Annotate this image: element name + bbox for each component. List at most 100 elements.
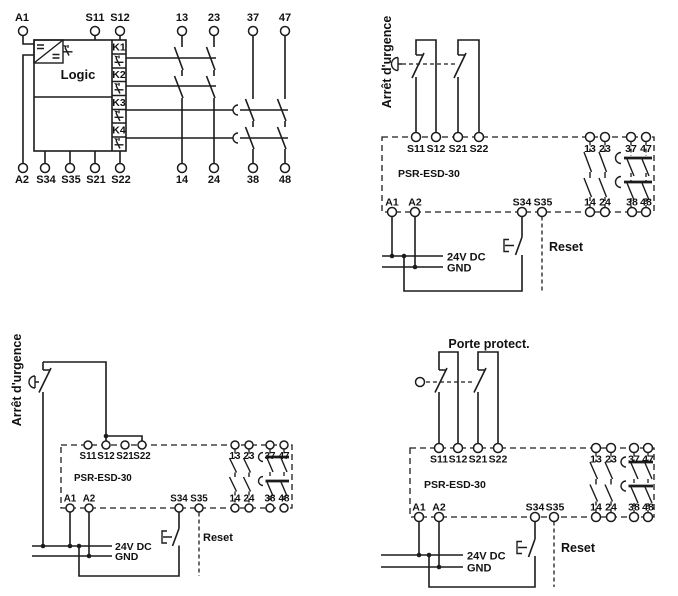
relay-contact-icon bbox=[113, 137, 125, 150]
terminal-label-s34: S34 bbox=[513, 197, 532, 209]
module-label: PSR-ESD-30 bbox=[74, 473, 132, 484]
relay-label-k1: K1 bbox=[112, 42, 126, 54]
supply-wiring bbox=[382, 216, 523, 292]
terminal-label-37: 37 bbox=[265, 451, 276, 462]
door-panel: Porte protect. PSR-ESD-30 bbox=[381, 337, 655, 588]
reset-label: Reset bbox=[549, 240, 584, 254]
terminal-label-23: 23 bbox=[599, 143, 611, 155]
reset-button-icon bbox=[516, 521, 536, 558]
terminal-label-48: 48 bbox=[642, 502, 654, 514]
terminal-label-a2: A2 bbox=[83, 494, 96, 505]
terminal-label-s35: S35 bbox=[546, 502, 565, 514]
relay-contact-icon bbox=[62, 44, 74, 57]
supply-neg-label: GND bbox=[115, 551, 139, 563]
logic-label: Logic bbox=[61, 67, 96, 82]
delay-arc-icon bbox=[257, 475, 264, 487]
delay-arc-icon bbox=[614, 151, 622, 165]
module-label: PSR-ESD-30 bbox=[424, 479, 486, 491]
module-top-terminals bbox=[83, 440, 289, 450]
supply-pos-label: 24V DC bbox=[447, 252, 486, 264]
relay-label-k3: K3 bbox=[112, 97, 126, 109]
supply-wiring bbox=[32, 512, 180, 577]
terminal-label-37: 37 bbox=[625, 143, 637, 155]
terminal-label-a2: A2 bbox=[15, 174, 29, 186]
terminal-label-14: 14 bbox=[590, 502, 602, 514]
supply-neg-label: GND bbox=[467, 563, 492, 575]
emergency-stop-icon bbox=[28, 375, 39, 389]
terminal-label-48: 48 bbox=[279, 174, 291, 186]
terminal-label-47: 47 bbox=[279, 12, 291, 24]
terminal-label-s21: S21 bbox=[86, 174, 106, 186]
terminal-label-s12: S12 bbox=[110, 12, 130, 24]
reset-label: Reset bbox=[561, 541, 596, 555]
logic-box: Logic bbox=[33, 39, 127, 152]
block-diagram-panel: A1 S11 S12 13 23 37 47 Logic K1 bbox=[15, 12, 291, 186]
terminal-label-13: 13 bbox=[176, 12, 188, 24]
terminal-label-24: 24 bbox=[244, 494, 255, 505]
output-contacts bbox=[126, 35, 288, 164]
terminal-label-24: 24 bbox=[599, 197, 611, 209]
terminal-label-s11: S11 bbox=[80, 451, 97, 462]
supply-pos-label: 24V DC bbox=[467, 551, 506, 563]
terminal-label-23: 23 bbox=[244, 451, 255, 462]
module-bottom-terminals bbox=[386, 206, 652, 218]
terminal-label-47: 47 bbox=[642, 454, 654, 466]
terminal-label-48: 48 bbox=[640, 197, 652, 209]
panel-title: Porte protect. bbox=[448, 337, 529, 351]
terminal-label-a2: A2 bbox=[408, 197, 422, 209]
top-terminal-circles bbox=[17, 25, 291, 37]
terminal-label-37: 37 bbox=[628, 454, 640, 466]
terminal-label-s35: S35 bbox=[61, 174, 81, 186]
supply-neg-label: GND bbox=[447, 263, 472, 275]
delay-arc-icon bbox=[614, 175, 622, 189]
delay-arc-icon bbox=[232, 132, 239, 144]
relay-contact-icon bbox=[113, 109, 125, 122]
delay-arc-icon bbox=[257, 451, 264, 463]
terminal-label-a1: A1 bbox=[15, 12, 29, 24]
terminal-label-24: 24 bbox=[208, 174, 221, 186]
terminal-label-38: 38 bbox=[265, 494, 276, 505]
emergency-stop-icon bbox=[390, 56, 402, 72]
relay-label-k2: K2 bbox=[112, 69, 126, 81]
terminal-label-14: 14 bbox=[584, 197, 596, 209]
terminal-label-s34: S34 bbox=[526, 502, 545, 514]
module-outline bbox=[60, 444, 293, 509]
terminal-label-38: 38 bbox=[628, 502, 640, 514]
terminal-label-a2: A2 bbox=[432, 502, 446, 514]
dc-dc-converter-icon bbox=[33, 39, 64, 64]
terminal-label-23: 23 bbox=[605, 454, 617, 466]
block-wires bbox=[22, 35, 121, 164]
terminal-label-s11: S11 bbox=[407, 143, 425, 155]
terminal-label-38: 38 bbox=[626, 197, 638, 209]
panel-title: Arrêt d'urgence bbox=[380, 16, 394, 109]
relay-label-k4: K4 bbox=[112, 125, 126, 137]
terminal-label-s12: S12 bbox=[449, 454, 468, 466]
terminal-label-s22: S22 bbox=[111, 174, 131, 186]
terminal-label-47: 47 bbox=[640, 143, 652, 155]
terminal-label-a1: A1 bbox=[412, 502, 426, 514]
reset-button-icon bbox=[503, 216, 523, 256]
terminal-label-48: 48 bbox=[279, 494, 290, 505]
terminal-label-37: 37 bbox=[247, 12, 259, 24]
terminal-label-s22: S22 bbox=[133, 451, 151, 462]
terminal-label-s22: S22 bbox=[470, 143, 489, 155]
reset-button-icon bbox=[161, 512, 180, 547]
terminal-label-a1: A1 bbox=[385, 197, 399, 209]
module-output-contacts bbox=[228, 449, 289, 504]
terminal-label-13: 13 bbox=[230, 451, 241, 462]
terminal-label-s22: S22 bbox=[489, 454, 508, 466]
terminal-label-s12: S12 bbox=[97, 451, 115, 462]
terminal-label-14: 14 bbox=[176, 174, 189, 186]
terminal-label-47: 47 bbox=[279, 451, 290, 462]
door-actuator-icon bbox=[414, 376, 426, 388]
terminal-label-s35: S35 bbox=[534, 197, 553, 209]
delay-arc-icon bbox=[232, 104, 239, 116]
delay-arc-icon bbox=[620, 480, 627, 492]
terminal-label-s35: S35 bbox=[190, 494, 208, 505]
supply-wiring bbox=[381, 521, 536, 588]
module-top-terminals bbox=[433, 442, 654, 454]
terminal-label-s21: S21 bbox=[469, 454, 488, 466]
terminal-label-38: 38 bbox=[247, 174, 259, 186]
